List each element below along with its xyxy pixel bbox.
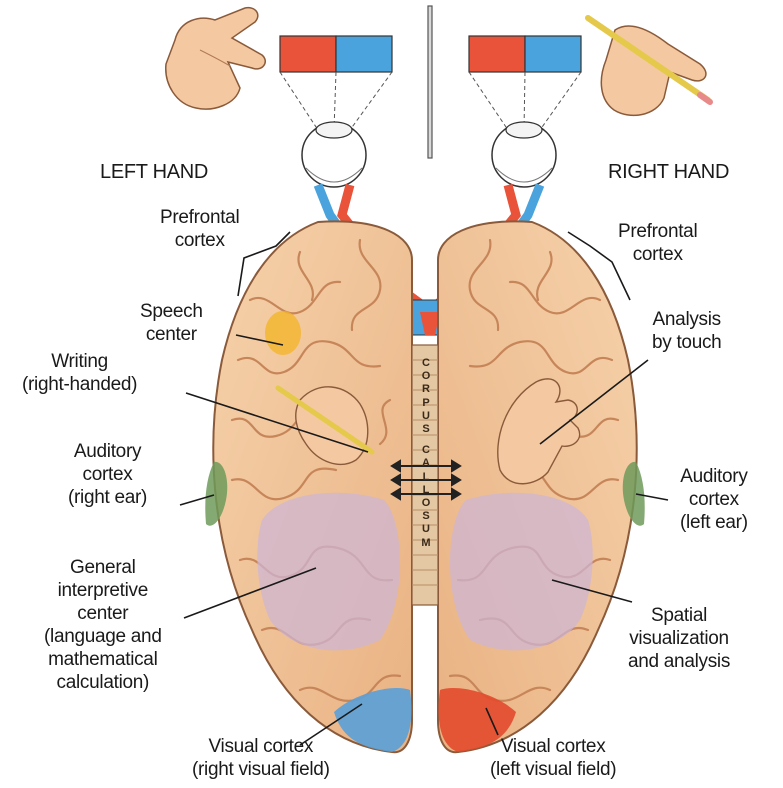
right-eye-icon: [492, 122, 556, 187]
left-eye-icon: [302, 122, 366, 187]
auditory-cortex-right-ear-label: Auditory cortex (right ear): [68, 440, 147, 509]
left-hemisphere: [205, 221, 412, 752]
right-hemisphere: [438, 221, 645, 752]
visual-field-box-left: [280, 36, 392, 130]
center-divider: [428, 6, 432, 158]
general-interpretive-area: [257, 493, 400, 651]
spatial-visualization-area: [450, 493, 593, 651]
left-hand-label: LEFT HAND: [100, 161, 208, 184]
visual-cortex-left-field-label: Visual cortex (left visual field): [490, 735, 616, 781]
analysis-by-touch-label: Analysis by touch: [652, 308, 721, 354]
general-interpretive-center-label: General interpretive center (language an…: [44, 556, 162, 694]
prefrontal-cortex-right-label: Prefrontal cortex: [618, 220, 697, 266]
right-hand-label: RIGHT HAND: [608, 161, 729, 184]
visual-cortex-right-field-label: Visual cortex (right visual field): [192, 735, 330, 781]
left-hand-icon: [166, 8, 265, 109]
writing-label: Writing (right-handed): [22, 350, 137, 396]
auditory-cortex-left-ear-label: Auditory cortex (left ear): [680, 465, 748, 534]
speech-center-label: Speech center: [140, 300, 203, 346]
spatial-visualization-label: Spatial visualization and analysis: [628, 604, 730, 673]
speech-center-area: [265, 311, 301, 355]
visual-field-box-right: [469, 36, 581, 130]
right-hand-writing-icon: [588, 18, 710, 115]
corpus-callosum-label: C O R P U S C A L L O S U M: [418, 357, 434, 550]
prefrontal-cortex-left-label: Prefrontal cortex: [160, 206, 239, 252]
